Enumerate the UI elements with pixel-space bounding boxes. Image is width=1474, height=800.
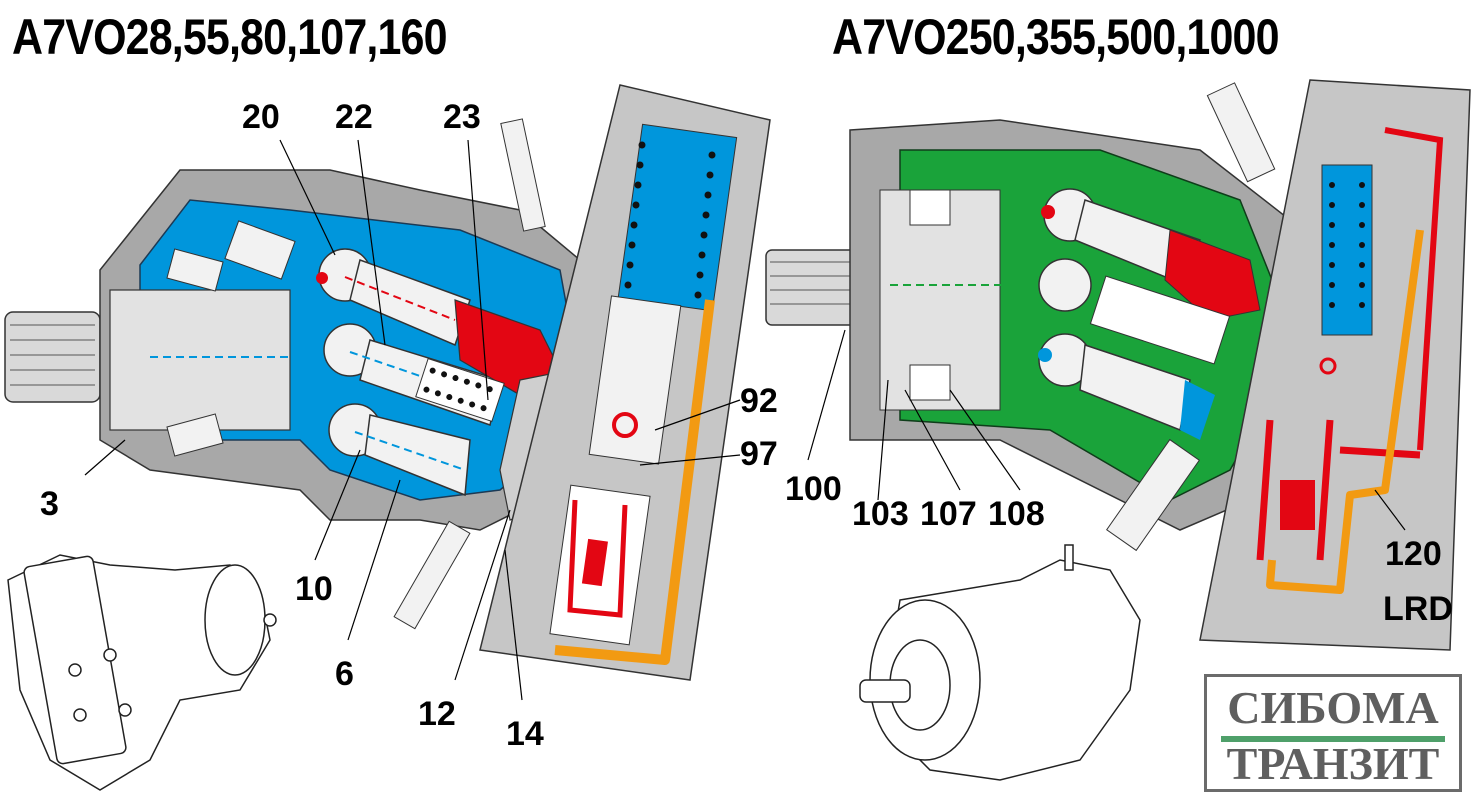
right-control-spring bbox=[1321, 164, 1373, 336]
callout-97: 97 bbox=[740, 435, 778, 473]
left-bearing-block bbox=[109, 289, 291, 431]
callout-100: 100 bbox=[785, 470, 842, 508]
left-bearing-roller bbox=[166, 248, 224, 292]
logo-line-2: ТРАНЗИТ bbox=[1226, 738, 1440, 789]
callout-10: 10 bbox=[295, 570, 333, 608]
right-callouts: 100 103 107 108 120 LRD bbox=[785, 470, 1453, 628]
left-stop-screw-bottom bbox=[393, 520, 471, 630]
left-callouts: 20 22 23 92 97 3 10 6 12 14 bbox=[40, 98, 778, 753]
left-stop-screw-top bbox=[500, 118, 546, 232]
right-motor-illustration bbox=[859, 544, 1141, 781]
callout-3: 3 bbox=[40, 485, 59, 523]
right-stop-screw-bottom bbox=[1106, 438, 1200, 552]
left-control-channel bbox=[554, 299, 715, 665]
callout-20: 20 bbox=[242, 98, 280, 136]
logo-line-1: СИБОМА bbox=[1227, 682, 1439, 733]
callout-lrd: LRD bbox=[1383, 590, 1453, 628]
logo-divider bbox=[1221, 736, 1445, 742]
left-title: A7VO28,55,80,107,160 bbox=[12, 9, 448, 65]
right-control-channel bbox=[1266, 229, 1424, 594]
left-motor-illustration bbox=[7, 554, 277, 791]
callout-103: 103 bbox=[852, 495, 909, 533]
callout-6: 6 bbox=[335, 655, 354, 693]
left-piston-upper bbox=[316, 248, 471, 347]
right-high-pressure-area bbox=[1164, 229, 1261, 321]
callout-22: 22 bbox=[335, 98, 373, 136]
callout-120: 120 bbox=[1385, 535, 1442, 573]
right-motor-cross-section bbox=[765, 79, 1471, 651]
callout-14: 14 bbox=[506, 715, 544, 753]
left-control-piston bbox=[588, 295, 682, 465]
right-piston-middle bbox=[1038, 258, 1231, 365]
callout-107: 107 bbox=[920, 495, 977, 533]
left-motor-cross-section bbox=[4, 84, 771, 681]
right-drive-shaft bbox=[765, 249, 857, 326]
sibomatranzit-logo: СИБОМА ТРАНЗИТ bbox=[1204, 674, 1462, 792]
right-leader-lines bbox=[807, 329, 1406, 531]
right-title: A7VO250,355,500,1000 bbox=[832, 9, 1279, 65]
left-bearing-roller bbox=[224, 220, 296, 280]
left-leader-lines bbox=[84, 139, 741, 701]
callout-108: 108 bbox=[988, 495, 1045, 533]
callout-92: 92 bbox=[740, 382, 778, 420]
left-bearing-roller bbox=[166, 413, 224, 457]
right-piston-lower bbox=[1038, 333, 1215, 440]
callout-12: 12 bbox=[418, 695, 456, 733]
left-piston-lower bbox=[328, 403, 471, 497]
right-stop-screw-top bbox=[1206, 82, 1276, 183]
callout-23: 23 bbox=[443, 98, 481, 136]
